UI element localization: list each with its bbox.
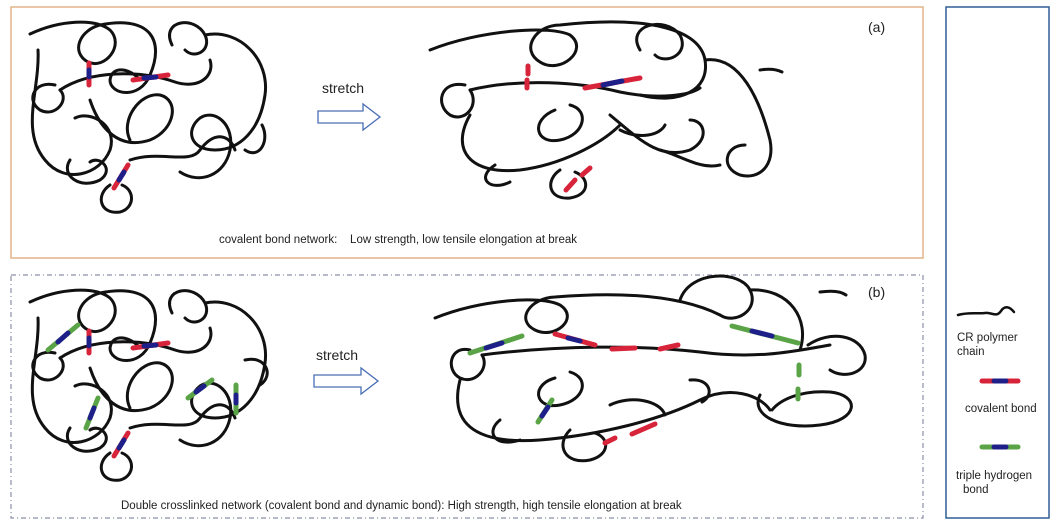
polymer-chain [460, 113, 622, 173]
polymer-chain [428, 20, 708, 100]
polymer-chain [561, 428, 608, 463]
polymer-chain [31, 350, 65, 382]
polymer-chain [99, 183, 133, 214]
polymer-chain [468, 81, 702, 98]
panel-b-network-unstretched [28, 288, 269, 482]
panel-b-label: (b) [868, 284, 885, 300]
polymer-chain [758, 67, 784, 74]
polymer-chain [433, 293, 722, 334]
polymer-chain [491, 418, 522, 444]
stretch-arrow-b [313, 366, 380, 396]
polymer-chain [28, 20, 157, 94]
covalent-bond-core [116, 437, 127, 451]
polymer-chain [748, 288, 805, 352]
polymer-chain [168, 21, 209, 56]
stretch-arrow-a [317, 102, 382, 132]
polymer-chain [635, 22, 684, 61]
polymer-chain [168, 289, 209, 324]
panel-b-network-stretched [433, 274, 867, 463]
hydrogen-bond-core [749, 328, 775, 339]
legend-covalent-label: covalent bond [965, 403, 1037, 415]
polymer-chain [243, 357, 269, 387]
polymer-chain [65, 426, 108, 453]
covalent-bond-core [565, 335, 583, 344]
panel-b-frame [10, 274, 924, 519]
polymer-chain [658, 148, 722, 168]
polymer-chain [537, 370, 584, 408]
polymer-chain [440, 82, 475, 119]
panel-a-bonds-unstretched [86, 60, 171, 191]
covalent-bond-broken [657, 342, 681, 352]
legend-hydrogen-label-line1: triple hydrogen [956, 470, 1032, 482]
polymer-chain [178, 300, 268, 448]
legend-hydrogen-label-line2: bond [963, 484, 989, 496]
panel-a-network-unstretched [28, 20, 268, 214]
polymer-chain [549, 168, 588, 200]
polymer-chain [608, 398, 667, 417]
panel-a-caption: covalent bond network: Low strength, low… [219, 234, 577, 246]
polymer-chain [99, 451, 133, 482]
covalent-bond-broken [563, 177, 578, 193]
legend-polymer-chain-icon [956, 306, 1016, 317]
polymer-chain [456, 378, 772, 443]
polymer-chain [703, 58, 773, 178]
legend-polymer-label-line1: CR polymer [957, 332, 1018, 344]
polymer-chain [58, 58, 213, 92]
stretch-label-a: stretch [322, 80, 364, 96]
panel-b-bonds-stretched [467, 323, 802, 446]
covalent-bond-broken [579, 165, 593, 178]
panel-b-caption: Double crosslinked network (covalent bon… [121, 500, 682, 512]
polymer-chain [818, 289, 848, 297]
polymer-chain [58, 326, 213, 360]
panel-a-frame [10, 6, 924, 259]
polymer-chain [484, 163, 512, 187]
hydrogen-bond-core [55, 330, 71, 345]
covalent-bond-core [141, 74, 159, 81]
polymer-chain [480, 343, 832, 357]
covalent-bond-core [600, 78, 625, 88]
legend: CR polymer chain covalent bond triple hy… [956, 306, 1037, 496]
hydrogen-bond-core [87, 405, 97, 421]
polymer-chain [28, 288, 157, 362]
polymer-chain [756, 390, 853, 428]
polymer-chain [688, 378, 711, 404]
polymer-chain [128, 403, 237, 430]
legend-frame [945, 6, 1050, 519]
legend-polymer-label-line2: chain [957, 346, 985, 358]
panel-a-bonds-stretched [524, 63, 643, 193]
polymer-chain [88, 361, 174, 413]
covalent-bond-core [116, 169, 127, 183]
polymer-chain [128, 135, 237, 162]
hydrogen-bond-core [483, 340, 505, 351]
polymer-chain [537, 103, 584, 143]
polymer-chain [449, 347, 486, 382]
covalent-bond-broken [602, 435, 618, 446]
polymer-chain [88, 93, 174, 145]
covalent-bond-broken [609, 345, 638, 352]
hydrogen-bond-core [539, 404, 551, 419]
covalent-bond-broken [629, 421, 658, 437]
polymer-chain [65, 158, 108, 185]
polymer-chain [806, 334, 867, 376]
panel-b-bonds-unstretched [45, 322, 239, 459]
panel-a-label: (a) [868, 19, 885, 35]
hydrogen-bond-core [193, 383, 207, 395]
panel-a-network-stretched [428, 20, 784, 200]
polymer-chain [178, 32, 268, 180]
stretch-label-b: stretch [316, 347, 358, 363]
polymer-chain [31, 82, 65, 114]
polymer-chain [243, 123, 267, 154]
polymer-chain [618, 123, 667, 137]
covalent-bond-core [141, 342, 159, 349]
